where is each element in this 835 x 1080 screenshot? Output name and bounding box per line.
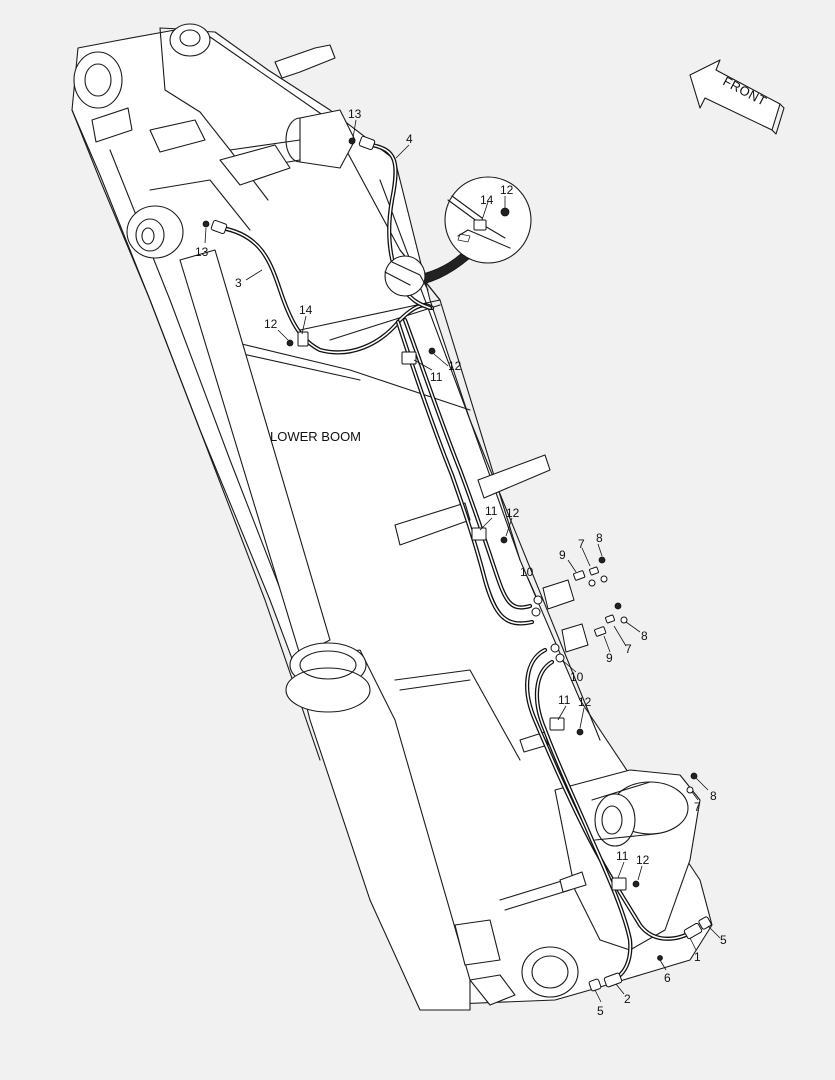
callout-12: 12 — [578, 695, 592, 709]
callout-6: 6 — [664, 971, 671, 985]
callout-7: 7 — [578, 537, 585, 551]
callout-10: 10 — [520, 565, 534, 579]
callout-5: 5 — [720, 933, 727, 947]
callout-2: 2 — [624, 992, 631, 1006]
callout-11: 11 — [485, 504, 498, 518]
callout-14: 14 — [299, 303, 313, 317]
callout-12: 12 — [448, 359, 462, 373]
callout-14: 14 — [480, 193, 494, 207]
fittings — [202, 135, 712, 992]
callout-12: 12 — [506, 506, 520, 520]
lower-boom-label: LOWER BOOM — [270, 429, 361, 444]
callout-13: 13 — [348, 107, 362, 121]
callout-7: 7 — [625, 642, 632, 656]
callout-12: 12 — [636, 853, 650, 867]
callout-10: 10 — [570, 670, 584, 684]
front-direction-arrow: FRONT — [689, 59, 785, 135]
callout-1: 1 — [694, 950, 701, 964]
leader-lines — [204, 119, 721, 1003]
callout-13: 13 — [195, 245, 209, 259]
callout-11: 11 — [430, 370, 443, 384]
callout-8: 8 — [596, 531, 603, 545]
callout-5: 5 — [597, 1004, 604, 1018]
callout-11: 11 — [616, 849, 629, 863]
callout-7: 7 — [694, 800, 701, 814]
callout-9: 9 — [559, 548, 566, 562]
detail-inset — [384, 176, 532, 297]
callout-numbers: 13 4 13 3 12 14 12 11 14 12 11 12 9 7 8 … — [195, 107, 727, 1018]
callout-8: 8 — [710, 789, 717, 803]
callout-9: 9 — [606, 651, 613, 665]
callout-4: 4 — [406, 132, 413, 146]
callout-12: 12 — [500, 183, 514, 197]
callout-3: 3 — [235, 276, 242, 290]
hose-routing — [219, 142, 698, 983]
callout-12: 12 — [264, 317, 278, 331]
callout-8: 8 — [641, 629, 648, 643]
callout-11: 11 — [558, 693, 571, 707]
